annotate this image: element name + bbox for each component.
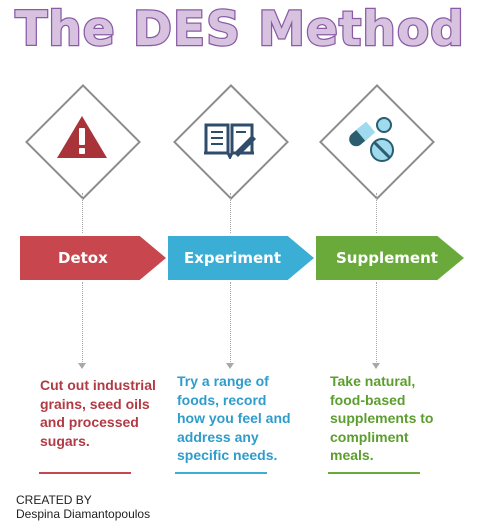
step-label: Experiment bbox=[184, 249, 282, 267]
connector-line bbox=[230, 282, 231, 364]
credit: CREATED BY Despina Diamantopoulos bbox=[16, 493, 150, 521]
connector-arrowhead bbox=[226, 363, 234, 369]
connector-line bbox=[376, 193, 377, 233]
credit-author: Despina Diamantopoulos bbox=[16, 507, 151, 521]
credit-heading: CREATED BY bbox=[16, 493, 92, 507]
connector-line bbox=[376, 282, 377, 364]
pills-icon bbox=[349, 117, 394, 162]
connector-line bbox=[82, 193, 83, 233]
divider bbox=[39, 472, 131, 474]
step-arrow-detox: Detox bbox=[20, 236, 166, 280]
step-label: Detox bbox=[58, 249, 108, 267]
step-label: Supplement bbox=[336, 249, 438, 267]
connector-line bbox=[82, 282, 83, 364]
connector-arrowhead bbox=[372, 363, 380, 369]
step-arrow-experiment: Experiment bbox=[168, 236, 314, 280]
step-arrow-supplement: Supplement bbox=[316, 236, 464, 280]
step-description: Take natural, food-based supplements to … bbox=[330, 373, 434, 463]
page-title: The DES Method bbox=[14, 1, 465, 59]
connector-arrowhead bbox=[78, 363, 86, 369]
divider bbox=[175, 472, 267, 474]
book-pen-icon bbox=[204, 123, 256, 159]
connector-line bbox=[230, 193, 231, 233]
step-description: Try a range of foods, record how you fee… bbox=[177, 373, 291, 463]
divider bbox=[328, 472, 420, 474]
warning-icon bbox=[57, 116, 107, 158]
step-description: Cut out industrial grains, seed oils and… bbox=[40, 377, 156, 449]
